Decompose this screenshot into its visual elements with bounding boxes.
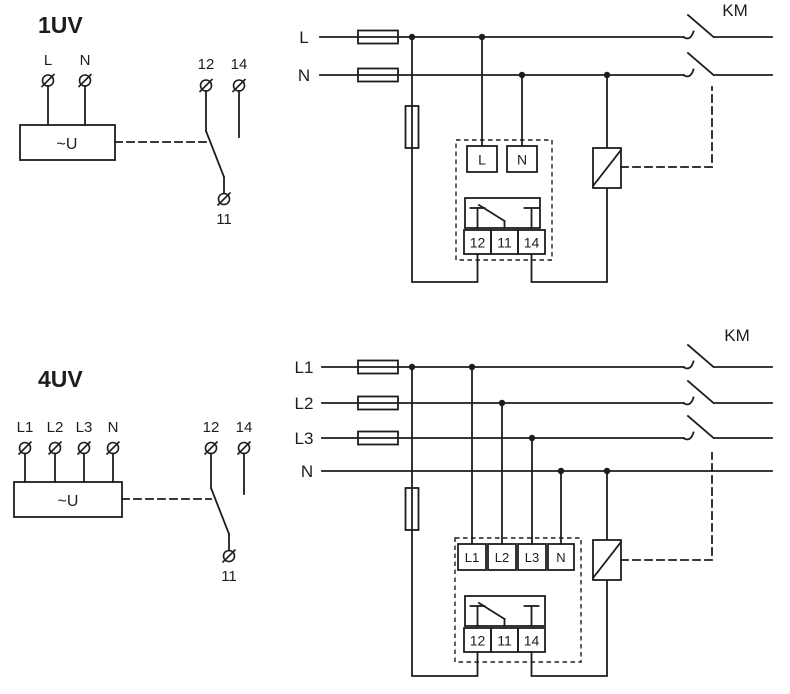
- screw-terminal-icon: [77, 73, 93, 88]
- contactor-contact-icon: [682, 13, 715, 40]
- screw-terminal-icon: [236, 440, 252, 456]
- relay-terminal-label-12: 12: [470, 235, 486, 251]
- relay-module-4uv: L1 L2 L3 N 12 11 14: [454, 537, 582, 663]
- unit-terminal-label-l1: L1: [17, 419, 34, 436]
- screw-terminal-icon: [203, 440, 219, 456]
- contactor-contact-icon: [682, 379, 715, 406]
- unit-terminal-label-14: 14: [231, 56, 248, 73]
- screw-terminal-icon: [198, 78, 214, 93]
- relay-terminal-label-14: 14: [524, 235, 540, 251]
- line-label-l: L: [299, 28, 308, 47]
- relay-terminal-box: [457, 543, 487, 571]
- screw-terminal-icon: [216, 191, 232, 207]
- relay-module-1uv: L N 12 11 14: [455, 139, 553, 261]
- contactor-label: KM: [724, 326, 750, 345]
- relay-terminal-box: [517, 229, 546, 255]
- relay-module-outline: [455, 139, 553, 261]
- mechanical-link: [620, 86, 713, 168]
- relay-terminal-box: [466, 145, 498, 173]
- relay-unit-symbol-4uv: L1 L2 L3 N ~U 12 14: [13, 419, 253, 585]
- unit-terminal-label-12: 12: [203, 419, 220, 436]
- relay-terminal-label-n: N: [517, 152, 527, 168]
- fuse-icon: [357, 430, 399, 446]
- section-1uv-title: 1UV: [38, 12, 83, 38]
- screw-terminal-icon: [40, 73, 56, 88]
- unit-terminal-label-l2: L2: [47, 419, 64, 436]
- application-circuit-4uv: L1 L2 L3 N: [295, 326, 773, 677]
- contactor-contact-icon: [682, 51, 715, 78]
- screw-terminal-icon: [76, 440, 92, 456]
- unit-terminal-label-l: L: [44, 52, 52, 69]
- relay-terminal-box: [506, 145, 538, 173]
- fused-branch-wire: [411, 36, 479, 283]
- contactor-label: KM: [722, 1, 748, 20]
- relay-terminal-label-l3: L3: [525, 550, 539, 565]
- line-label-n: N: [298, 66, 310, 85]
- fuse-icon: [357, 359, 399, 375]
- relay-terminal-label-14: 14: [524, 633, 540, 649]
- relay-terminal-box: [517, 543, 547, 571]
- screw-terminal-icon: [231, 78, 247, 93]
- relay-unit-symbol-1uv: L N ~U 12 14: [19, 52, 248, 228]
- unit-terminal-label-11: 11: [216, 211, 232, 228]
- changeover-contact-blade: [209, 486, 231, 536]
- voltage-relay-box-label: ~U: [57, 136, 78, 153]
- fuse-icon: [357, 395, 399, 411]
- unit-terminal-label-n: N: [108, 419, 119, 436]
- relay-changeover-contact-icon: [464, 595, 546, 627]
- line-label-l2: L2: [295, 394, 314, 413]
- relay-module-outline: [454, 537, 582, 663]
- fuse-icon: [404, 487, 420, 531]
- screw-terminal-icon: [221, 548, 237, 564]
- line-label-l1: L1: [295, 358, 314, 377]
- voltage-relay-box-label: ~U: [58, 493, 79, 510]
- relay-terminal-label-12: 12: [470, 633, 486, 649]
- relay-terminal-label-l2: L2: [495, 550, 509, 565]
- unit-terminal-label-12: 12: [198, 56, 215, 73]
- mechanical-link: [620, 452, 713, 561]
- relay-terminal-label-l: L: [478, 152, 486, 168]
- line-label-l3: L3: [295, 429, 314, 448]
- section-4uv-title: 4UV: [38, 366, 83, 392]
- relay-terminal-box: [547, 543, 575, 571]
- relay-terminal-box: [517, 627, 546, 653]
- application-circuit-1uv: L N KM: [298, 1, 773, 283]
- changeover-contact-blade: [204, 129, 226, 179]
- relay-terminal-label-l1: L1: [465, 550, 479, 565]
- wire: [530, 579, 608, 677]
- unit-terminal-label-l3: L3: [76, 419, 93, 436]
- unit-terminal-label-14: 14: [236, 419, 253, 436]
- contactor-coil-icon: [591, 539, 623, 581]
- contactor-coil-icon: [591, 147, 623, 189]
- fuse-icon: [357, 67, 399, 83]
- contactor-contact-icon: [682, 343, 715, 370]
- unit-terminal-label-n: N: [80, 52, 91, 69]
- fuse-icon: [357, 29, 399, 45]
- wire: [530, 187, 608, 283]
- relay-terminal-box: [487, 543, 517, 571]
- section-4uv: 4UV L1 L2 L3 N ~U 1: [13, 326, 773, 677]
- screw-terminal-icon: [47, 440, 63, 456]
- screw-terminal-icon: [105, 440, 121, 456]
- line-label-n: N: [301, 462, 313, 481]
- relay-changeover-contact-icon: [464, 197, 541, 229]
- relay-terminal-label-11: 11: [497, 633, 512, 649]
- screw-terminal-icon: [17, 440, 33, 456]
- fused-branch-wire: [411, 366, 479, 677]
- relay-terminal-label-11: 11: [497, 235, 512, 251]
- relay-terminal-label-n: N: [556, 550, 565, 565]
- unit-terminal-label-11: 11: [221, 568, 237, 585]
- fuse-icon: [404, 105, 420, 149]
- section-1uv: 1UV L N ~U 12 14: [19, 1, 773, 283]
- contactor-contact-icon: [682, 414, 715, 441]
